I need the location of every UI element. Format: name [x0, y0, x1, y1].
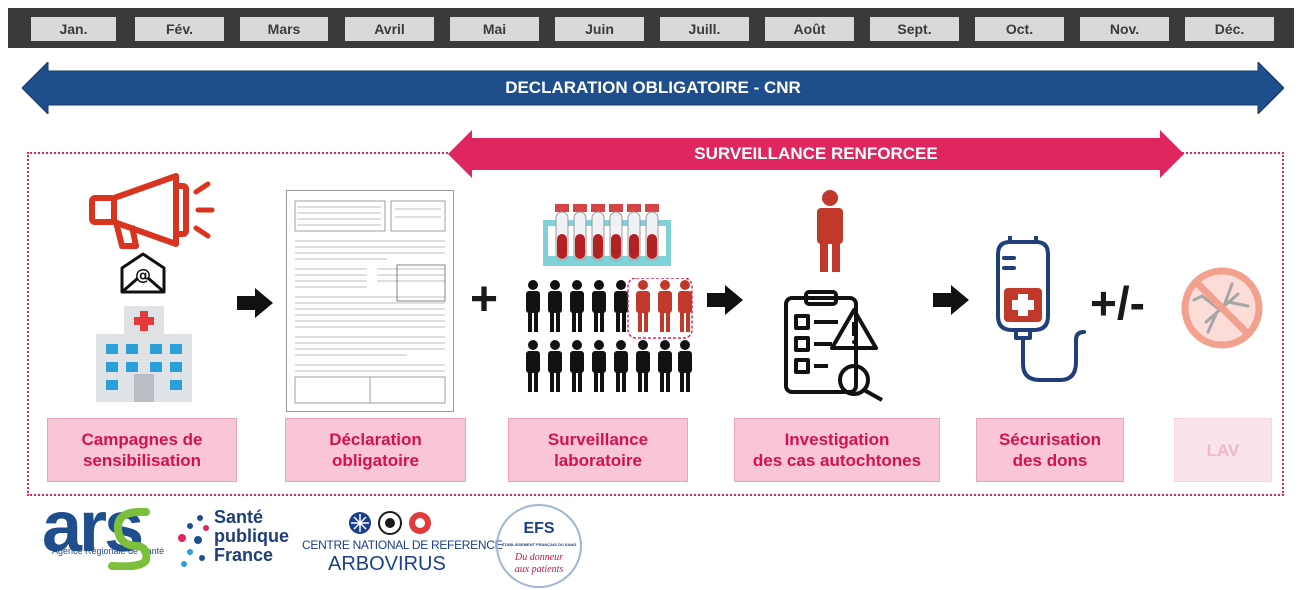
form-document-icon — [286, 190, 454, 412]
efs-sub: ÉTABLISSEMENT FRANÇAIS DU SANG — [501, 542, 577, 547]
ars-logo-subtitle: Agence Régionale de Santé — [52, 546, 165, 556]
month-timeline: Jan. Fév. Mars Avril Mai Juin Juill. Aoû… — [8, 8, 1294, 48]
arrow-right-icon — [707, 285, 743, 315]
month-oct: Oct. — [975, 17, 1064, 41]
stage-investigation: Investigation des cas autochtones — [734, 418, 940, 482]
month-apr: Avril — [345, 17, 434, 41]
plus-operator: + — [470, 273, 499, 326]
surveillance-banner-text: SURVEILLANCE RENFORCEE — [694, 144, 938, 163]
spf-line1: Santé — [214, 507, 264, 527]
declaration-banner-text: DECLARATION OBLIGATOIRE - CNR — [505, 78, 801, 97]
no-mosquito-icon — [1181, 267, 1263, 349]
month-jul: Juill. — [660, 17, 749, 41]
blood-bag-icon — [996, 236, 1086, 382]
megaphone-icon — [89, 173, 215, 249]
month-jun: Juin — [555, 17, 644, 41]
surveillance-arrow — [448, 130, 1184, 178]
month-feb: Fév. — [135, 17, 224, 41]
stage-surveillance-labo: Surveillance laboratoire — [508, 418, 688, 482]
month-dec: Déc. — [1185, 17, 1274, 41]
spf-line2: publique — [214, 526, 289, 546]
month-mar: Mars — [240, 17, 328, 41]
stage-campagnes: Campagnes de sensibilisation — [47, 418, 237, 482]
ars-swoosh-icon — [108, 507, 151, 570]
checklist-search-icon — [784, 290, 883, 402]
ars-logo: ars Agence Régionale de Santé — [42, 487, 164, 580]
declaration-arrow — [22, 62, 1284, 114]
month-jan: Jan. — [31, 17, 116, 41]
month-aug: Août — [765, 17, 854, 41]
arrow-right-icon — [237, 288, 273, 318]
people-group-icon — [526, 278, 693, 392]
test-tubes-icon — [543, 204, 671, 266]
cnr-line2: ARBOVIRUS — [328, 553, 446, 575]
hospital-icon — [96, 306, 192, 402]
cnr-line1: CENTRE NATIONAL DE REFERENCE — [302, 538, 503, 552]
svg-text:@: @ — [135, 265, 151, 284]
month-may: Mai — [450, 17, 539, 41]
spf-logo: Santé publique France — [214, 507, 289, 568]
month-nov: Nov. — [1080, 17, 1169, 41]
arrow-right-icon — [933, 285, 969, 315]
stage-declaration: Déclaration obligatoire — [285, 418, 466, 482]
spf-line3: France — [214, 545, 274, 565]
efs-logo: EFS ÉTABLISSEMENT FRANÇAIS DU SANG Du do… — [496, 504, 582, 588]
efs-tagline2: aux patients — [514, 564, 564, 575]
stage-lav: LAV — [1174, 418, 1272, 482]
person-icon — [817, 190, 843, 272]
plus-minus-operator: +/- — [1090, 277, 1145, 329]
efs-main: EFS — [523, 520, 555, 537]
spf-dots-icon — [178, 515, 209, 567]
efs-tagline1: Du donneur — [514, 552, 564, 563]
cnr-emblems-icon — [349, 511, 431, 535]
email-icon: @ — [120, 252, 166, 294]
stage-securisation: Sécurisation des dons — [976, 418, 1124, 482]
ars-logo-text: ars — [42, 487, 144, 567]
month-sep: Sept. — [870, 17, 959, 41]
